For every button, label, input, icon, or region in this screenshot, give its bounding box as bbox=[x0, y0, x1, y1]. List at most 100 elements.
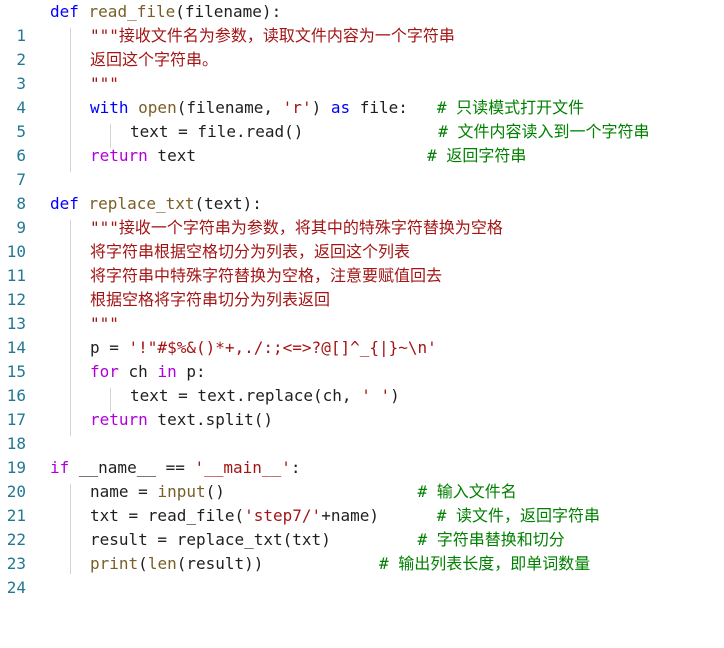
builtin-open: open bbox=[128, 98, 177, 117]
line-number: 16 bbox=[6, 386, 26, 405]
code-line: 23 result = replace_txt(txt) # 字符串替换和切分 bbox=[0, 528, 724, 573]
code-line: 14 """ bbox=[0, 312, 724, 357]
line-content[interactable]: 将字符串根据空格切分为列表，返回这个列表 bbox=[90, 240, 410, 264]
line-content[interactable]: if __name__ == '__main__': bbox=[50, 456, 300, 480]
line-content[interactable]: def replace_txt(text): bbox=[50, 192, 262, 216]
line-content[interactable]: 将字符串中特殊字符替换为空格，注意要赋值回去 bbox=[90, 264, 442, 288]
keyword-def: def bbox=[50, 194, 79, 213]
code-text: (filename, bbox=[176, 98, 283, 117]
code-line: 15 p = '!"#$%&()*+,./:;<=>?@[]^_{|}~\n' bbox=[0, 336, 724, 381]
code-line: 22 txt = read_file('step7/'+name) # 读文件，… bbox=[0, 504, 724, 549]
builtin-len: len bbox=[147, 554, 177, 573]
code-line: 10 """接收一个字符串为参数，将其中的特殊字符替换为空格 bbox=[0, 216, 724, 261]
code-line: 8 bbox=[0, 168, 724, 213]
line-content[interactable]: print(len(result)) # 输出列表长度，即单词数量 bbox=[90, 552, 590, 576]
code-text: text = text.replace(ch, bbox=[130, 386, 362, 405]
params: (text): bbox=[194, 194, 262, 213]
docstring: """ bbox=[90, 314, 119, 333]
line-content[interactable]: result = replace_txt(txt) # 字符串替换和切分 bbox=[90, 528, 565, 552]
code-text: ( bbox=[138, 554, 148, 573]
comment: # 输出列表长度，即单词数量 bbox=[379, 554, 591, 573]
indent-guide bbox=[110, 388, 111, 412]
line-content[interactable]: p = '!"#$%&()*+,./:;<=>?@[]^_{|}~\n' bbox=[90, 336, 437, 360]
line-content[interactable]: with open(filename, 'r') as file: # 只读模式… bbox=[90, 96, 584, 120]
string-literal: '__main__' bbox=[194, 458, 291, 477]
docstring: 返回这个字符串。 bbox=[90, 50, 219, 69]
padding bbox=[225, 482, 418, 501]
line-content[interactable]: return text.split() bbox=[90, 408, 273, 432]
code-line: 1 def read_file(filename): bbox=[0, 0, 724, 45]
comment: # 读文件，返回字符串 bbox=[436, 506, 601, 525]
line-number: 18 bbox=[6, 434, 26, 453]
comment: # 返回字符串 bbox=[427, 146, 527, 165]
string-literal: '!"#$%&()*+,./:;<=>?@[]^_{|}~\n' bbox=[128, 338, 437, 357]
line-content[interactable]: name = input() # 输入文件名 bbox=[90, 480, 517, 504]
line-number: 23 bbox=[6, 554, 26, 573]
line-number: 8 bbox=[16, 194, 26, 213]
code-line: 24 print(len(result)) # 输出列表长度，即单词数量 bbox=[0, 552, 724, 597]
padding bbox=[303, 122, 438, 141]
padding bbox=[196, 146, 427, 165]
line-number: 13 bbox=[6, 314, 26, 333]
code-line: 7 return text # 返回字符串 bbox=[0, 144, 724, 189]
line-number: 14 bbox=[6, 338, 26, 357]
line-number: 6 bbox=[16, 146, 26, 165]
code-editor[interactable]: 1 def read_file(filename): 2 """接收文件名为参数… bbox=[0, 0, 724, 597]
code-text: ) bbox=[311, 98, 331, 117]
code-line: 19 bbox=[0, 432, 724, 477]
docstring: """接收文件名为参数，读取文件内容为一个字符串 bbox=[90, 26, 455, 45]
keyword-in: in bbox=[157, 362, 177, 381]
string-literal: 'r' bbox=[282, 98, 312, 117]
indent-guide bbox=[110, 124, 111, 148]
line-content[interactable]: """ bbox=[90, 312, 119, 336]
padding bbox=[263, 554, 379, 573]
line-content[interactable]: """接收文件名为参数，读取文件内容为一个字符串 bbox=[90, 24, 455, 48]
line-content[interactable]: for ch in p: bbox=[90, 360, 206, 384]
code-text: file: bbox=[350, 98, 408, 117]
code-line: 16 for ch in p: bbox=[0, 360, 724, 405]
code-text: text.split() bbox=[147, 410, 274, 429]
code-line: 2 """接收文件名为参数，读取文件内容为一个字符串 bbox=[0, 24, 724, 69]
line-number: 21 bbox=[6, 506, 26, 525]
line-number: 3 bbox=[16, 74, 26, 93]
line-content[interactable]: text = text.replace(ch, ' ') bbox=[130, 384, 400, 408]
code-text: txt = read_file( bbox=[90, 506, 245, 525]
code-line: 3 返回这个字符串。 bbox=[0, 48, 724, 93]
indent-guide bbox=[70, 220, 71, 436]
line-content[interactable]: def read_file(filename): bbox=[50, 0, 281, 24]
line-content[interactable]: 根据空格将字符串切分为列表返回 bbox=[90, 288, 330, 312]
docstring: 根据空格将字符串切分为列表返回 bbox=[90, 290, 331, 309]
docstring: 将字符串根据空格切分为列表，返回这个列表 bbox=[90, 242, 411, 261]
code-line: 12 将字符串中特殊字符替换为空格，注意要赋值回去 bbox=[0, 264, 724, 309]
code-line: 20 if __name__ == '__main__': bbox=[0, 456, 724, 501]
code-text: name = bbox=[90, 482, 158, 501]
padding bbox=[408, 98, 437, 117]
line-number: 1 bbox=[16, 26, 26, 45]
code-line: 17 text = text.replace(ch, ' ') bbox=[0, 384, 724, 429]
code-line: 5 with open(filename, 'r') as file: # 只读… bbox=[0, 96, 724, 141]
code-text: (result)) bbox=[176, 554, 264, 573]
code-line: 9 def replace_txt(text): bbox=[0, 192, 724, 237]
code-text: () bbox=[205, 482, 225, 501]
code-text: p = bbox=[90, 338, 129, 357]
string-literal: 'step7/' bbox=[244, 506, 322, 525]
line-content[interactable]: """接收一个字符串为参数，将其中的特殊字符替换为空格 bbox=[90, 216, 503, 240]
builtin-input: input bbox=[157, 482, 206, 501]
line-content[interactable]: text = file.read() # 文件内容读入到一个字符串 bbox=[130, 120, 650, 144]
line-number: 9 bbox=[16, 218, 26, 237]
line-number: 11 bbox=[6, 266, 26, 285]
line-content[interactable]: 返回这个字符串。 bbox=[90, 48, 218, 72]
code-text: +name) bbox=[321, 506, 379, 525]
code-line: 18 return text.split() bbox=[0, 408, 724, 453]
line-content[interactable]: txt = read_file('step7/'+name) # 读文件，返回字… bbox=[90, 504, 600, 528]
code-line: 4 """ bbox=[0, 72, 724, 117]
code-text: ) bbox=[390, 386, 400, 405]
line-number: 4 bbox=[16, 98, 26, 117]
comment: # 输入文件名 bbox=[417, 482, 517, 501]
line-number: 12 bbox=[6, 290, 26, 309]
line-number: 10 bbox=[6, 242, 26, 261]
line-content[interactable]: """ bbox=[90, 72, 119, 96]
line-content[interactable]: return text # 返回字符串 bbox=[90, 144, 526, 168]
code-line: 21 name = input() # 输入文件名 bbox=[0, 480, 724, 525]
comment: # 只读模式打开文件 bbox=[436, 98, 585, 117]
